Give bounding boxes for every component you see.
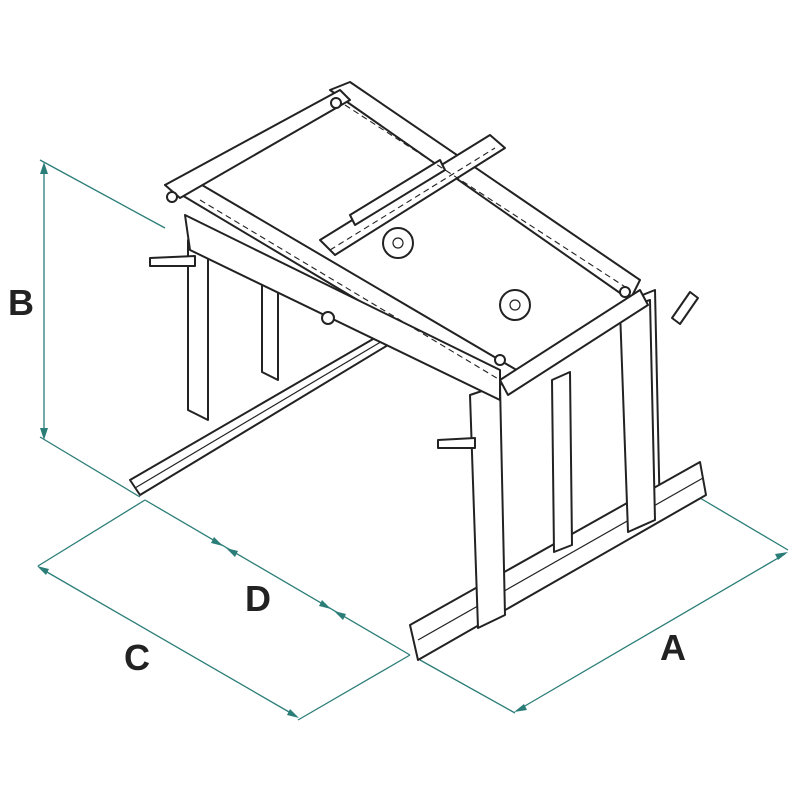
dimension-lines (37, 159, 789, 721)
lifting-frame (129, 81, 707, 661)
dimension-a-line (517, 553, 786, 711)
dimension-d-label: D (245, 578, 271, 619)
dimension-a-label: A (660, 627, 686, 668)
dimension-c-line (39, 567, 297, 717)
dimension-d-line (144, 499, 411, 656)
dimension-c-label: C (124, 637, 150, 678)
dimension-b-label: B (8, 282, 34, 323)
